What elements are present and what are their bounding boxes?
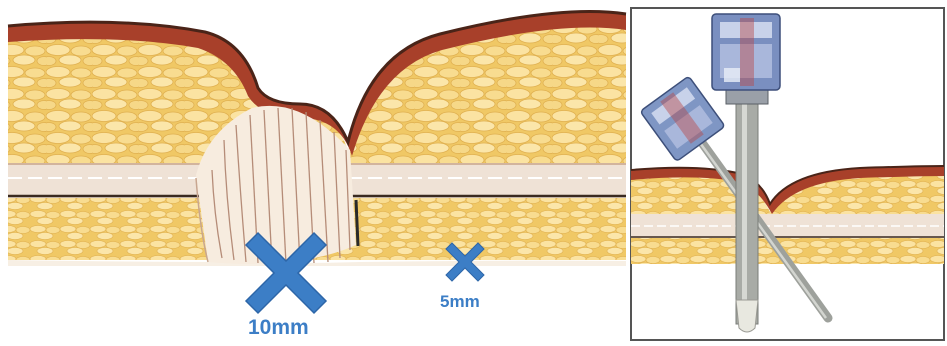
tissue-cross-section xyxy=(8,12,626,267)
trocar-inset xyxy=(631,8,944,340)
label-5mm: 5mm xyxy=(440,292,480,312)
label-10mm: 10mm xyxy=(248,316,309,340)
